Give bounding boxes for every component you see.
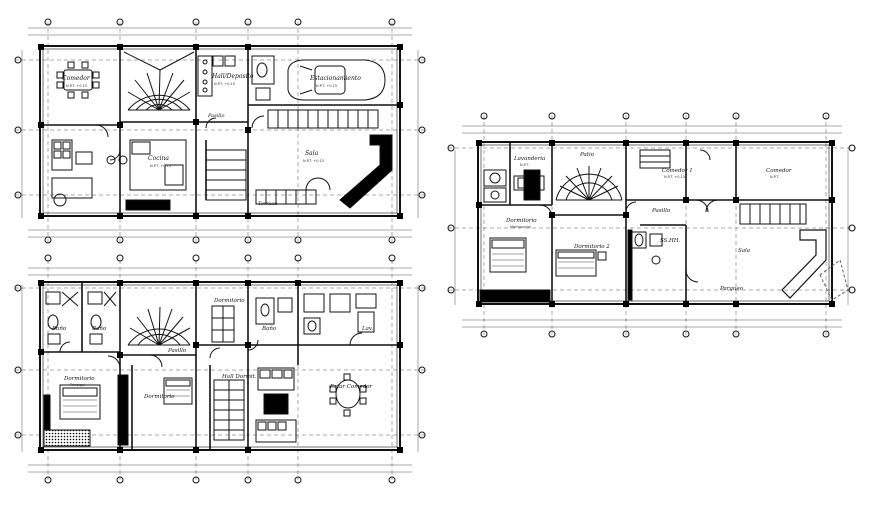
room-label: Dormitorio bbox=[505, 218, 537, 224]
room-label: Comedor bbox=[62, 75, 91, 82]
plan-b bbox=[14, 254, 426, 484]
plan-b-straight-stair bbox=[213, 379, 245, 441]
room-label: Estar Comedor bbox=[329, 384, 373, 390]
room-sublabel: N.P.T. +0.15 bbox=[316, 84, 337, 88]
plan-a-axis-markers bbox=[14, 18, 426, 244]
room-label: Patio bbox=[579, 152, 595, 158]
room-sublabel: N.P.T. +0.15 bbox=[66, 84, 87, 88]
room-label: SS.HH. bbox=[660, 238, 681, 244]
room-label: Terraza bbox=[258, 201, 277, 207]
room-sublabel: N.P.T. bbox=[770, 175, 779, 179]
room-label: Lav. bbox=[361, 326, 373, 332]
plan-a-outer-wall bbox=[39, 45, 401, 217]
plan-a-labels: Comedor N.P.T. +0.15 Cocina N.P.T. +0.15… bbox=[62, 73, 361, 207]
plan-a bbox=[14, 18, 426, 245]
plan-c bbox=[447, 112, 856, 338]
plan-c-columns bbox=[476, 140, 835, 307]
room-sublabel: N.P.T. +0.15 bbox=[214, 82, 235, 86]
plan-b-beds bbox=[59, 377, 193, 420]
plan-b-hatched-wardrobe bbox=[117, 374, 129, 446]
plan-a-kitchen-fixtures bbox=[51, 139, 187, 207]
plan-b-spiral-stair bbox=[127, 306, 191, 346]
room-label: Sala bbox=[305, 150, 319, 157]
plan-c-hatched-wall bbox=[479, 289, 551, 303]
plan-c-hatched-wardrobe bbox=[627, 229, 633, 301]
plan-a-columns bbox=[38, 44, 403, 219]
room-label: Hall Dormit. bbox=[221, 374, 257, 380]
room-label: Estacionamiento bbox=[309, 75, 361, 82]
room-label: Hall/Deposito bbox=[211, 73, 254, 80]
room-label: Pasillo bbox=[207, 113, 225, 119]
room-label: Cocina bbox=[148, 155, 169, 162]
room-label: Baño bbox=[91, 325, 107, 332]
plan-c-axis-markers bbox=[447, 112, 856, 338]
plan-b-axis-markers bbox=[14, 254, 426, 484]
plan-b-living-furniture bbox=[255, 367, 367, 443]
plan-b-interior-walls bbox=[40, 282, 400, 450]
plan-c-interior-walls bbox=[478, 142, 832, 304]
plan-c-straight-stair bbox=[739, 203, 807, 225]
plan-c-labels: Lavanderia N.P.T. Patio Comedor 1 N.P.T.… bbox=[505, 152, 792, 292]
room-label: Parqueo bbox=[719, 286, 744, 292]
plan-b-columns bbox=[38, 280, 403, 453]
plan-a-dining-table bbox=[56, 61, 100, 99]
plan-b-dotted-area bbox=[43, 429, 91, 447]
plan-b-hatched-wardrobe-2 bbox=[43, 394, 51, 431]
plan-c-outer-wall bbox=[477, 141, 833, 305]
room-label: Baño bbox=[51, 325, 67, 332]
plan-b-doors bbox=[59, 332, 363, 369]
plan-c-dashed-projection bbox=[819, 259, 849, 301]
room-label: Pasillo bbox=[651, 208, 671, 214]
plan-b-bathroom-fixtures bbox=[45, 291, 377, 345]
room-label: Dormitorio bbox=[143, 394, 175, 400]
room-label: Sala bbox=[738, 248, 750, 254]
plan-a-hall-fixtures bbox=[197, 55, 275, 101]
plan-b-outer-wall bbox=[39, 281, 401, 451]
room-label: Dormitorio bbox=[213, 298, 245, 304]
plan-a-straight-stair bbox=[205, 109, 379, 205]
room-label: Lavanderia bbox=[513, 156, 545, 162]
plan-a-gridlines bbox=[15, 22, 425, 245]
plan-c-spiral-stair bbox=[555, 166, 623, 201]
room-sublabel: Matrimonial bbox=[510, 225, 531, 229]
plan-c-beds bbox=[489, 237, 607, 277]
plan-b-labels: Baño Baño Dormitorio Baño Lav. Dormitori… bbox=[51, 298, 373, 400]
plan-c-doors bbox=[539, 149, 719, 283]
plan-c-angled-wall bbox=[781, 229, 827, 299]
room-sublabel: N.P.T. +0.15 bbox=[150, 164, 171, 168]
room-sublabel: N.P.T. bbox=[520, 163, 529, 167]
room-label: Dormitorio bbox=[63, 376, 95, 382]
room-label: Comedor bbox=[766, 168, 792, 174]
room-label: Comedor 1 bbox=[662, 168, 693, 174]
room-sublabel: N.P.T. +0.15 bbox=[664, 175, 685, 179]
room-sublabel: Principal bbox=[70, 383, 85, 387]
room-label: Pasillo bbox=[167, 348, 187, 354]
room-label: Baño bbox=[261, 325, 277, 332]
plan-a-doors bbox=[95, 115, 331, 191]
plan-a-car bbox=[287, 59, 386, 101]
plan-a-hatched-counter bbox=[125, 199, 171, 211]
plan-c-hatched-block bbox=[523, 169, 541, 201]
plan-a-angled-wall bbox=[339, 134, 393, 209]
plan-a-spiral-stair bbox=[123, 51, 195, 111]
room-sublabel: N.P.T. +0.15 bbox=[303, 159, 324, 163]
room-label: Dormitorio 2 bbox=[573, 244, 610, 250]
